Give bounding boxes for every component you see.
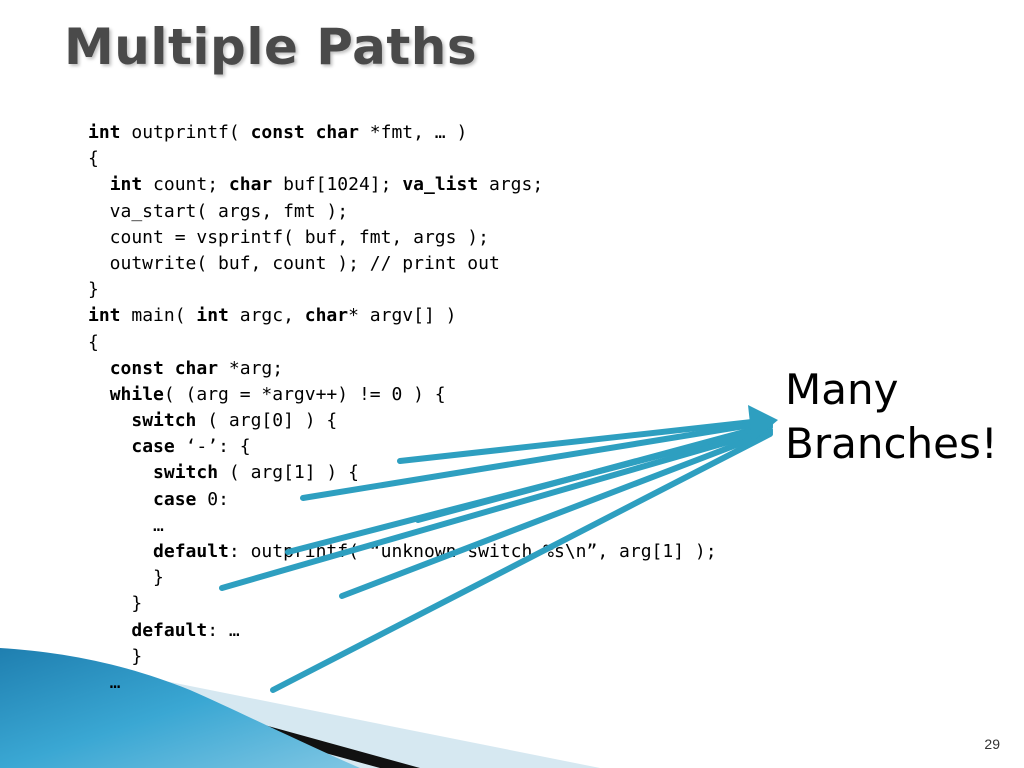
code-line: switch ( arg[1] ) { <box>88 460 717 486</box>
code-text: outwrite( buf, count ); // print out <box>88 252 500 274</box>
code-text: ( arg[0] ) { <box>196 410 338 432</box>
code-keyword: char <box>315 122 359 143</box>
code-keyword: default <box>153 541 229 562</box>
code-text: } <box>88 645 143 667</box>
code-line: int main( int argc, char* argv[] ) <box>88 303 717 329</box>
code-line: case 0: <box>88 487 717 513</box>
code-text: buf[1024]; <box>272 174 403 196</box>
code-line: default: outprintf( “unknown switch %s\n… <box>88 539 717 565</box>
code-keyword: while <box>109 383 164 405</box>
code-line: const char *arg; <box>88 356 717 382</box>
code-keyword: int <box>109 174 143 196</box>
code-keyword: char <box>304 305 349 327</box>
code-text: ‘-’: { <box>174 436 251 458</box>
code-line: int count; char buf[1024]; va_list args; <box>88 172 717 198</box>
code-text: … <box>88 514 164 536</box>
code-text: … <box>88 671 121 693</box>
callout-line-2: Branches! <box>785 419 998 468</box>
code-keyword: int <box>88 122 121 143</box>
code-keyword: char <box>174 357 219 379</box>
code-keyword: const <box>250 122 305 143</box>
code-line: } <box>88 277 717 303</box>
code-line: va_start( args, fmt ); <box>88 199 717 225</box>
branch-arrow <box>339 429 773 599</box>
code-line: } <box>88 591 717 617</box>
code-line: count = vsprintf( buf, fmt, args ); <box>88 225 717 251</box>
code-text: * argv[] ) <box>348 305 457 327</box>
branch-arrow <box>300 419 773 501</box>
code-text: { <box>88 331 99 353</box>
code-text: args; <box>478 174 544 196</box>
code-keyword: switch <box>131 410 197 432</box>
arrowhead-icon <box>748 405 778 442</box>
code-text: { <box>88 148 99 170</box>
code-line: switch ( arg[0] ) { <box>88 408 717 434</box>
code-keyword: va_list <box>402 174 479 196</box>
code-text: va_start( args, fmt ); <box>88 200 349 222</box>
code-line: { <box>88 146 717 172</box>
code-line: int outprintf( const char *fmt, … ) <box>88 120 717 146</box>
code-text: 0: <box>196 488 229 510</box>
code-text: : outprintf( “unknown switch %s\n”, arg[… <box>228 541 717 562</box>
code-text: *fmt, … ) <box>358 122 468 143</box>
branch-arrow <box>397 417 773 464</box>
code-line: … <box>88 513 717 539</box>
code-text: } <box>88 567 164 589</box>
code-text: *arg; <box>218 357 284 379</box>
branch-arrow <box>270 431 773 693</box>
many-branches-callout: Many Branches! <box>785 363 998 471</box>
code-line: while( (arg = *argv++) != 0 ) { <box>88 382 717 408</box>
code-text: outprintf( <box>120 122 251 143</box>
branch-arrow <box>219 427 773 591</box>
code-block: int outprintf( const char *fmt, … ){ int… <box>88 120 717 696</box>
code-text: } <box>88 279 99 301</box>
code-keyword: char <box>228 174 273 196</box>
code-keyword: int <box>196 305 229 327</box>
code-line: { <box>88 330 717 356</box>
code-text: count; <box>142 174 229 196</box>
branch-arrow <box>285 424 773 555</box>
code-line: outwrite( buf, count ); // print out <box>88 251 717 277</box>
page-number: 29 <box>984 736 1000 752</box>
code-text: : … <box>207 619 240 641</box>
swoosh-blue-band <box>0 648 360 768</box>
code-text: } <box>88 593 143 615</box>
callout-line-1: Many <box>785 365 899 414</box>
code-text: count = vsprintf( buf, fmt, args ); <box>88 226 489 248</box>
code-keyword: const <box>109 357 164 379</box>
code-text: main( <box>120 305 197 327</box>
slide-title: Multiple Paths <box>64 18 478 76</box>
code-line: … <box>88 670 717 696</box>
code-keyword: case <box>131 436 175 458</box>
code-line: case ‘-’: { <box>88 434 717 460</box>
code-text: ( (arg = *argv++) != 0 ) { <box>163 383 446 405</box>
code-line: default: … <box>88 618 717 644</box>
code-line: } <box>88 644 717 670</box>
code-keyword: default <box>131 619 208 641</box>
code-line: } <box>88 565 717 591</box>
code-text: ( arg[1] ) { <box>218 462 359 484</box>
code-keyword: switch <box>153 462 219 484</box>
code-keyword: int <box>88 305 121 327</box>
code-keyword: case <box>153 488 197 510</box>
code-text: argc, <box>228 305 305 327</box>
